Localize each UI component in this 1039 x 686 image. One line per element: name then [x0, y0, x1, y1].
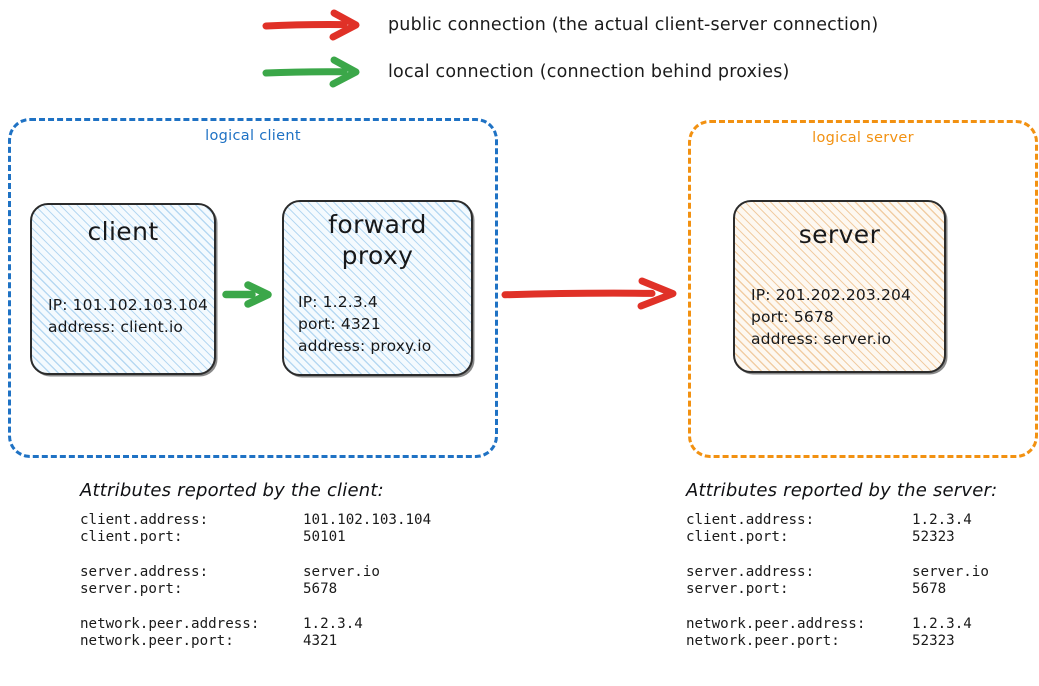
attributes-server-table: client.address: 1.2.3.4 client.port: 52323 s…	[686, 512, 989, 650]
attribute-value: 101.102.103.104	[303, 512, 432, 528]
attribute-key: server.address:	[686, 564, 815, 580]
attribute-value	[912, 546, 989, 564]
attributes-reported-by-server: Attributes reported by the server: clien…	[686, 480, 997, 650]
attribute-value: 4321	[303, 633, 338, 649]
legend-item-local-connection: local connection (connection behind prox…	[262, 55, 790, 89]
attribute-row-spacer	[686, 546, 989, 564]
red-arrow-right-icon	[262, 9, 360, 41]
attribute-row: client.port: 50101	[80, 529, 431, 546]
attributes-client-heading: Attributes reported by the client:	[80, 480, 384, 501]
attribute-row-spacer	[80, 546, 431, 564]
attribute-key: client.address:	[686, 512, 815, 528]
forward-proxy-node-details: IP: 1.2.3.4 port: 4321 address: proxy.io	[298, 293, 432, 355]
attribute-value: 5678	[303, 581, 338, 597]
attribute-value	[912, 598, 989, 616]
attribute-key	[80, 546, 303, 564]
attribute-row-spacer	[686, 598, 989, 616]
server-node-title: server	[798, 220, 881, 249]
attribute-value	[303, 598, 431, 616]
server-node[interactable]: server IP: 201.202.203.204 port: 5678 ad…	[733, 200, 946, 373]
attribute-row: client.port: 52323	[686, 529, 989, 546]
attribute-key: network.peer.address:	[80, 616, 260, 632]
forward-proxy-node[interactable]: forward proxy IP: 1.2.3.4 port: 4321 add…	[282, 200, 473, 376]
public-connection-arrow	[501, 277, 677, 310]
attribute-row: network.peer.address: 1.2.3.4	[80, 616, 431, 633]
client-node-details: IP: 101.102.103.104 address: client.io	[48, 296, 209, 336]
attribute-row: network.peer.address: 1.2.3.4	[686, 616, 989, 633]
attribute-value: 1.2.3.4	[912, 616, 972, 632]
green-arrow-right-icon	[262, 56, 360, 88]
legend-label-public-connection: public connection (the actual client-ser…	[388, 15, 879, 35]
attribute-key: server.port:	[686, 581, 789, 597]
logical-server-label: logical server	[812, 130, 914, 146]
attribute-value: 52323	[912, 529, 955, 545]
attribute-key: server.port:	[80, 581, 183, 597]
attribute-key: client.port:	[80, 529, 183, 545]
attribute-key	[686, 598, 912, 616]
client-node[interactable]: client IP: 101.102.103.104 address: clie…	[30, 203, 216, 375]
logical-client-group: logical client	[8, 118, 498, 458]
attribute-key: server.address:	[80, 564, 209, 580]
attribute-value: 1.2.3.4	[912, 512, 972, 528]
attribute-key	[686, 546, 912, 564]
attribute-row: network.peer.port: 4321	[80, 633, 431, 650]
attribute-key: client.port:	[686, 529, 789, 545]
attribute-key: client.address:	[80, 512, 209, 528]
attributes-server-heading: Attributes reported by the server:	[686, 480, 998, 501]
attribute-row: network.peer.port: 52323	[686, 633, 989, 650]
legend-item-public-connection: public connection (the actual client-ser…	[262, 8, 878, 42]
attribute-value: 52323	[912, 633, 955, 649]
attribute-row: client.address: 101.102.103.104	[80, 512, 431, 529]
attribute-row: server.port: 5678	[686, 581, 989, 598]
attribute-row: client.address: 1.2.3.4	[686, 512, 989, 529]
attribute-key: network.peer.port:	[686, 633, 840, 649]
logical-client-label: logical client	[205, 128, 301, 144]
attribute-row: server.port: 5678	[80, 581, 431, 598]
attribute-value: 1.2.3.4	[303, 616, 363, 632]
forward-proxy-node-title: forward proxy	[328, 210, 427, 270]
attribute-key: network.peer.port:	[80, 633, 234, 649]
attribute-key: network.peer.address:	[686, 616, 866, 632]
attribute-row: server.address: server.io	[80, 564, 431, 581]
attribute-value	[303, 546, 431, 564]
attributes-reported-by-client: Attributes reported by the client: clien…	[80, 480, 431, 650]
client-node-title: client	[87, 217, 159, 246]
attribute-value: server.io	[912, 564, 989, 580]
attribute-key	[80, 598, 303, 616]
legend-label-local-connection: local connection (connection behind prox…	[388, 62, 790, 82]
logical-server-group: logical server	[688, 120, 1038, 458]
attribute-row-spacer	[80, 598, 431, 616]
server-node-details: IP: 201.202.203.204 port: 5678 address: …	[751, 286, 912, 348]
attribute-value: 5678	[912, 581, 947, 597]
attribute-row: server.address: server.io	[686, 564, 989, 581]
attribute-value: server.io	[303, 564, 380, 580]
attributes-server-rows: client.address: 1.2.3.4 client.port: 52323 s…	[686, 512, 989, 650]
attribute-value: 50101	[303, 529, 346, 545]
